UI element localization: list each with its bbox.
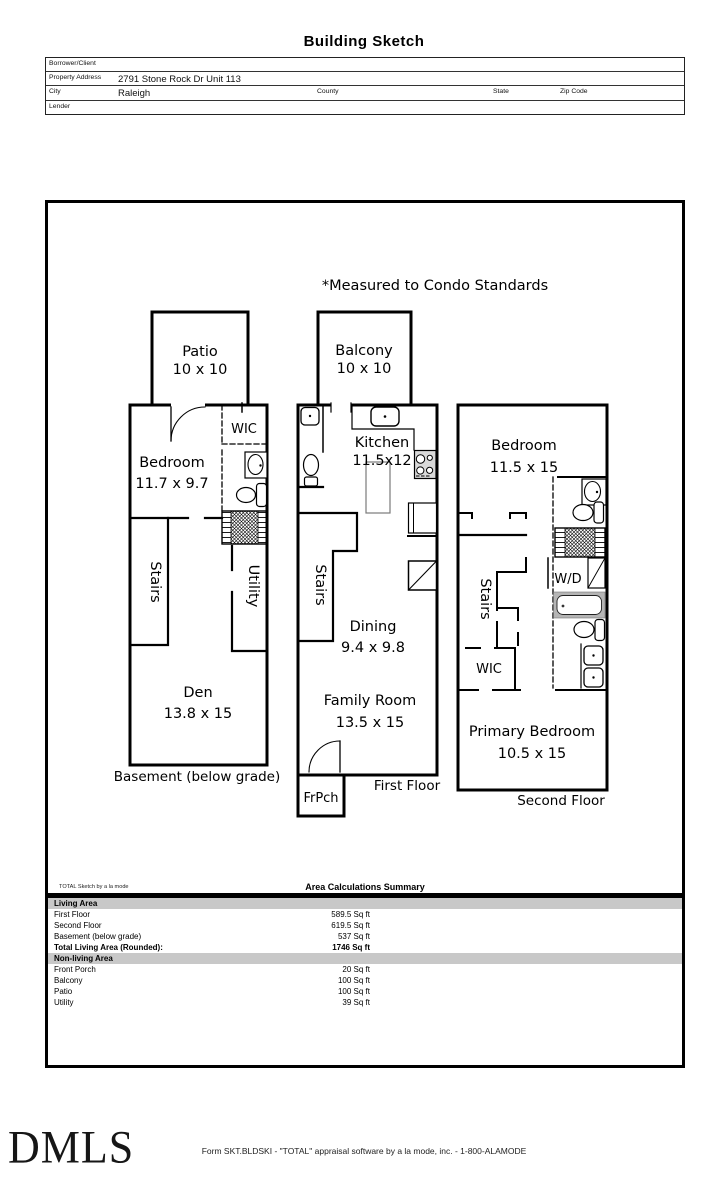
table-row: Utility 39 Sq ft (54, 998, 370, 1007)
page-title: Building Sketch (303, 33, 425, 50)
washer-dryer-label: W/D (554, 572, 581, 587)
stairs-label: Stairs (312, 564, 328, 605)
sketch-area: *Measured to Condo Standards (45, 200, 685, 1068)
form-row-address: Property Address 2791 Stone Rock Dr Unit… (46, 72, 684, 87)
first-floor-plan: Balcony 10 x 10 Kitchen 11.5x12 Stairs D… (296, 310, 441, 818)
nonliving-area-header: Non-living Area (48, 953, 682, 964)
bedroom-dims: 11.5 x 15 (490, 460, 559, 476)
dishwasher-icon (407, 502, 438, 534)
total-sketch-brand: TOTAL Sketch by a la mode (59, 884, 129, 890)
dining-label: Dining (350, 619, 397, 635)
front-porch-label: FrPch (303, 791, 338, 806)
closet-icon (587, 557, 606, 589)
city-value: Raleigh (118, 88, 151, 100)
county-label: County (317, 88, 339, 96)
balcony-label: Balcony (335, 343, 393, 359)
balcony-dims: 10 x 10 (337, 361, 392, 377)
den-dims: 13.8 x 15 (164, 706, 233, 722)
state-label: State (493, 88, 509, 96)
table-row: Front Porch 20 Sq ft (54, 965, 370, 974)
primary-bedroom-label: Primary Bedroom (469, 724, 595, 740)
floor-plan-drawing: *Measured to Condo Standards (114, 278, 609, 818)
table-row: First Floor 589.5 Sq ft (54, 910, 370, 919)
first-floor-caption: First Floor (374, 778, 441, 794)
total-living-area-row: Total Living Area (Rounded): 1746 Sq ft (54, 943, 370, 952)
utility-label: Utility (245, 565, 261, 608)
shower-icon (554, 527, 606, 558)
property-address-label: Property Address (49, 74, 102, 82)
dmls-logo: DMLS (8, 1121, 135, 1174)
door-arc (170, 406, 206, 442)
wic-label: WIC (476, 662, 502, 677)
table-row: Patio 100 Sq ft (54, 987, 370, 996)
city-label: City (49, 88, 61, 96)
second-floor-plan: Bedroom 11.5 x 15 W/D Stairs WIC Primary… (456, 403, 609, 809)
area-calculations-summary: TOTAL Sketch by a la mode Area Calculati… (48, 879, 682, 1008)
bathtub-icon (553, 591, 606, 619)
patio-dims: 10 x 10 (173, 362, 228, 378)
dining-dims: 9.4 x 9.8 (341, 640, 405, 656)
toilet-icon (572, 501, 605, 524)
front-porch-outline (296, 773, 346, 818)
stairs-label: Stairs (147, 561, 163, 602)
summary-header: TOTAL Sketch by a la mode Area Calculati… (48, 879, 682, 893)
lender-label: Lender (49, 102, 71, 110)
summary-title: Area Calculations Summary (305, 882, 425, 892)
table-row: Balcony 100 Sq ft (54, 976, 370, 985)
stove-icon (413, 449, 437, 480)
toilet-icon (573, 618, 606, 642)
family-room-dims: 13.5 x 15 (336, 715, 405, 731)
living-area-header: Living Area (48, 898, 682, 909)
refrigerator-icon (407, 560, 438, 591)
form-row-city: City Raleigh County State Zip Code (46, 86, 684, 101)
family-room-label: Family Room (324, 693, 417, 709)
kitchen-dims: 11.5x12 (352, 453, 411, 469)
second-floor-caption: Second Floor (517, 793, 605, 809)
vanity-sinks (580, 643, 604, 689)
shower-icon (221, 510, 268, 545)
basement-caption: Basement (below grade) (114, 769, 281, 785)
pedestal-sink-icon (302, 453, 320, 487)
toilet-icon (235, 482, 268, 508)
bedroom-dims: 11.7 x 9.7 (135, 476, 208, 492)
bedroom-label: Bedroom (491, 438, 557, 454)
property-form: Borrower/Client Property Address 2791 St… (45, 57, 685, 115)
divider-band (48, 893, 682, 898)
form-footer-text: Form SKT.BLDSKI - "TOTAL" appraisal soft… (201, 1146, 527, 1156)
kitchen-sink-icon (370, 406, 400, 427)
wic-label: WIC (231, 422, 257, 437)
sink-icon (300, 406, 320, 426)
sink-icon (244, 451, 268, 479)
zip-label: Zip Code (560, 88, 588, 96)
second-floor-outline (456, 403, 609, 792)
patio-label: Patio (182, 344, 218, 360)
sink-icon (581, 478, 607, 506)
kitchen-island (365, 461, 391, 514)
borrower-label: Borrower/Client (49, 60, 96, 67)
den-label: Den (183, 685, 212, 701)
bedroom-label: Bedroom (139, 455, 205, 471)
condo-note: *Measured to Condo Standards (322, 278, 548, 294)
form-row-lender: Lender (46, 101, 684, 114)
table-row: Basement (below grade) 537 Sq ft (54, 932, 370, 941)
kitchen-label: Kitchen (355, 435, 410, 451)
door-arc (308, 740, 341, 773)
property-address-value: 2791 Stone Rock Dr Unit 113 (118, 74, 241, 86)
primary-bedroom-dims: 10.5 x 15 (498, 746, 567, 762)
table-row: Second Floor 619.5 Sq ft (54, 921, 370, 930)
basement-plan: Patio 10 x 10 WIC Bedroom 11.7 x 9.7 Sta… (114, 310, 281, 785)
stairs-label: Stairs (477, 578, 493, 619)
form-row-borrower: Borrower/Client (46, 58, 684, 73)
